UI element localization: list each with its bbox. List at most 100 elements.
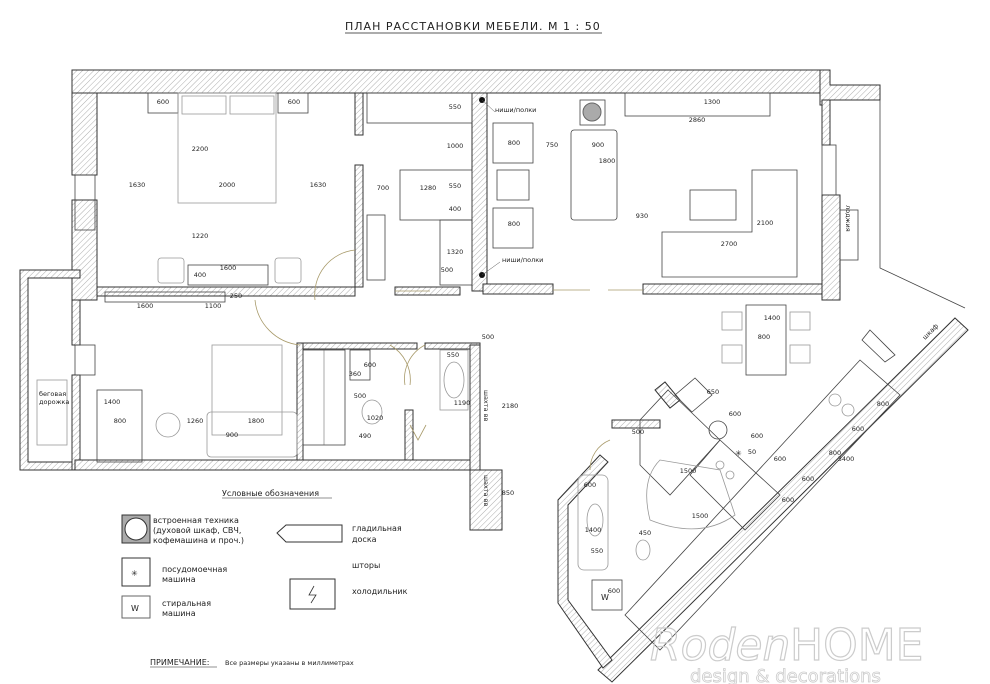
dimension-label: 1600 (220, 264, 237, 272)
legend-title: Условные обозначения (222, 489, 319, 498)
legend-dishwasher-1: посудомоечная (162, 565, 227, 574)
dimension-label: 900 (226, 431, 238, 439)
dimension-label: 2200 (192, 145, 209, 153)
legend-dishwasher-icon (121, 557, 151, 587)
kitchen-bath-furniture: W ✳ (577, 359, 901, 651)
dimension-label: 800 (877, 400, 889, 408)
dimension-label: 1800 (599, 157, 616, 165)
dimension-label: 550 (447, 351, 459, 359)
dimension-label: 1400 (585, 526, 602, 534)
dimension-label: 600 (157, 98, 169, 106)
legend-washer-1: стиральная (162, 599, 211, 608)
note-label: ПРИМЕЧАНИЕ: (150, 658, 210, 667)
legend-ironing-1: гладильная (352, 524, 402, 533)
dimension-label: 360 (349, 370, 361, 378)
study-furniture (36, 344, 469, 463)
dimension-label: 450 (639, 529, 651, 537)
dimension-label: 700 (377, 184, 389, 192)
dimension-label: 1100 (205, 302, 222, 310)
legend-appliances-2: (духовой шкаф, СВЧ, (153, 526, 241, 535)
living-furniture (479, 92, 859, 278)
dimension-label: 490 (359, 432, 371, 440)
dimension-label: 930 (636, 212, 648, 220)
dimension-label: 1400 (764, 314, 781, 322)
treadmill-label-1: беговая (39, 390, 66, 398)
dimension-label: 1500 (692, 512, 709, 520)
dimension-label: 800 (758, 333, 770, 341)
legend-ironing-board-icon (276, 524, 343, 543)
dimension-label: 600 (288, 98, 300, 106)
dimension-label: 1600 (137, 302, 154, 310)
dimension-label: 1190 (454, 399, 471, 407)
dimension-label: 250 (230, 292, 242, 300)
dimension-label: 1320 (447, 248, 464, 256)
dimension-label: 1000 (447, 142, 464, 150)
watermark-tagline: design & decorations (690, 666, 881, 684)
dimension-label: 650 (707, 388, 719, 396)
dimension-label: 600 (584, 481, 596, 489)
legend-fridge-icon (289, 578, 336, 610)
dimension-label: 2100 (757, 219, 774, 227)
walls (19, 69, 969, 683)
dimension-label: 2860 (689, 116, 706, 124)
legend-washer-icon (121, 595, 151, 619)
dining-furniture (721, 304, 811, 376)
windows (74, 144, 896, 376)
shaft-label-2: шахта вв (482, 475, 490, 506)
note-text: Все размеры указаны в миллиметрах (225, 659, 354, 667)
legend-curtains: шторы (352, 561, 380, 570)
dimension-label: 600 (774, 455, 786, 463)
legend-appliances-1: встроенная техника (153, 516, 239, 525)
legend-washer-2: машина (162, 609, 196, 618)
dimension-label: 500 (441, 266, 453, 274)
dimension-label: 1280 (420, 184, 437, 192)
dimension-label: 600 (782, 496, 794, 504)
legend-appliances-3: кофемашина и проч.) (153, 536, 244, 545)
dimension-label: 50 (748, 448, 756, 456)
dimension-label: 550 (449, 103, 461, 111)
doors (254, 249, 643, 471)
dimension-label: 1630 (129, 181, 146, 189)
dimension-label: 500 (632, 428, 644, 436)
dimension-label: 3400 (838, 455, 855, 463)
niches-label-bottom: ниши/полки (502, 256, 543, 264)
legend-fridge: холодильник (352, 587, 408, 596)
dimension-label: 900 (592, 141, 604, 149)
dimension-label: 550 (591, 547, 603, 555)
shaft-label-1: шахта вв (482, 390, 490, 421)
niches-label-top: ниши/полки (495, 106, 536, 114)
dimension-label: 850 (502, 489, 514, 497)
dimension-label: 600 (802, 475, 814, 483)
dimension-label: 2180 (502, 402, 519, 410)
dimension-label: 1500 (680, 467, 697, 475)
washer-symbol: W (601, 593, 609, 602)
legend-ironing-2: доска (352, 535, 377, 544)
dimension-label: 2000 (219, 181, 236, 189)
dimension-label: 600 (729, 410, 741, 418)
dimension-label: 600 (364, 361, 376, 369)
legend-dishwasher-2: машина (162, 575, 196, 584)
watermark-caps: HOME (790, 620, 923, 671)
dimension-label: 1400 (104, 398, 121, 406)
plan-title: ПЛАН РАССТАНОВКИ МЕБЕЛИ. М 1 : 50 (345, 20, 601, 33)
dimension-label: 800 (114, 417, 126, 425)
dimension-label: 1260 (187, 417, 204, 425)
watermark-script: Roden (650, 620, 790, 671)
dimension-label: 1800 (248, 417, 265, 425)
dimension-label: 400 (449, 205, 461, 213)
dimension-label: 1220 (192, 232, 209, 240)
dimension-label: 500 (482, 333, 494, 341)
treadmill-label-2: дорожка (39, 398, 69, 406)
dimension-label: 800 (508, 220, 520, 228)
asterisk-icon: ✳ (131, 569, 138, 578)
bedroom-furniture (104, 92, 473, 303)
dimension-label: 750 (546, 141, 558, 149)
legend-washer-symbol: W (131, 604, 139, 613)
dimension-label: 600 (608, 587, 620, 595)
dimension-label: 600 (852, 425, 864, 433)
dimension-label: 550 (449, 182, 461, 190)
dimension-label: 1300 (704, 98, 721, 106)
watermark-logo: Roden HOME design & decorations (649, 619, 924, 684)
